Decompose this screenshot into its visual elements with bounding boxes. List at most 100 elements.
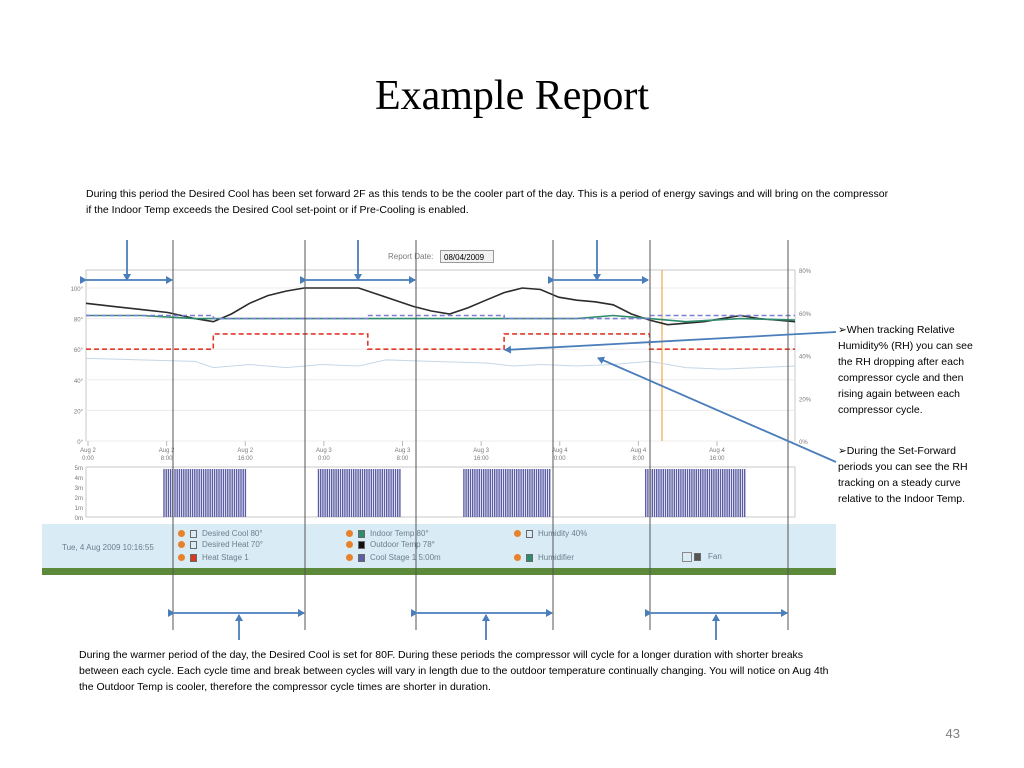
cycle-bar	[733, 469, 735, 517]
toggle-heat-stage-icon[interactable]	[178, 554, 185, 561]
x-tick-time: 16:00	[238, 456, 254, 462]
cycle-bar	[498, 469, 500, 517]
cycle-bar	[682, 469, 684, 517]
x-tick-time: 8:00	[397, 456, 409, 462]
cycle-bar	[235, 469, 238, 517]
cool-stage-cycle-block	[163, 469, 247, 517]
report-date-field[interactable]: Report Date: 08/04/2009	[386, 250, 496, 265]
cycle-bar	[359, 469, 361, 517]
cycle-bar	[383, 469, 386, 517]
x-tick-time: 0:00	[82, 456, 94, 462]
cycle-bar	[375, 469, 377, 517]
cycle-bar	[737, 469, 739, 517]
cycle-bar	[708, 469, 711, 517]
cycle-bar	[693, 469, 695, 517]
cycle-bar	[163, 469, 165, 517]
cycle-bar	[516, 469, 518, 517]
cycle-y-tick-label: 4m	[75, 476, 83, 482]
cycle-bar	[529, 469, 531, 517]
series-line-desired-cool	[86, 314, 795, 320]
legend-outdoor-temp: Outdoor Temp 78°	[370, 540, 435, 549]
cycle-bar	[202, 469, 205, 517]
x-tick-date: Aug 3	[316, 448, 332, 454]
cycle-bar	[357, 469, 359, 517]
cool-stage-cycle-block	[317, 469, 401, 517]
y-left-tick-label: 40°	[74, 379, 84, 385]
cycle-bar	[496, 469, 498, 517]
cycle-bar	[538, 469, 540, 517]
cycle-bar	[337, 469, 339, 517]
cycle-bar	[240, 469, 242, 517]
cycle-bar	[211, 469, 214, 517]
cycle-bar	[662, 469, 664, 517]
x-tick-time: 0:00	[554, 456, 566, 462]
toggle-indoor-temp-icon[interactable]	[346, 530, 353, 537]
cycle-bar	[715, 469, 717, 517]
cycle-bar	[509, 469, 511, 517]
cycle-bar	[494, 469, 496, 517]
cycle-bar	[200, 469, 203, 517]
legend-cool-stage: Cool Stage 1 5:00m	[370, 553, 441, 562]
cycle-bar	[189, 469, 192, 517]
toggle-humidifier-icon[interactable]	[514, 554, 521, 561]
cycle-bar	[511, 469, 513, 517]
cycle-bar	[176, 469, 178, 517]
cycle-y-tick-label: 0m	[75, 516, 83, 522]
bottom-paragraph: During the warmer period of the day, the…	[79, 649, 829, 693]
cycle-bar	[180, 469, 183, 517]
toggle-cool-stage-icon[interactable]	[346, 554, 353, 561]
cycle-bar	[388, 469, 390, 517]
swatch-desired-cool	[190, 530, 197, 538]
cycle-bar	[500, 469, 502, 517]
toggle-desired-heat-icon[interactable]	[178, 541, 185, 548]
legend-humidity: Humidity 40%	[538, 529, 588, 538]
cycle-bar	[469, 469, 472, 517]
cycle-bar	[658, 469, 660, 517]
cycle-bar	[489, 469, 491, 517]
swatch-humidity	[526, 530, 533, 538]
swatch-desired-heat	[190, 541, 197, 549]
cycle-bar	[196, 469, 198, 517]
cycle-bar	[549, 469, 551, 517]
toggle-desired-cool-icon[interactable]	[178, 530, 185, 537]
report-timestamp: Tue, 4 Aug 2009 10:16:55	[62, 543, 154, 552]
x-tick-date: Aug 4	[552, 448, 568, 454]
toggle-humidity-icon[interactable]	[514, 530, 521, 537]
cycle-bar	[700, 469, 702, 517]
cycle-bar	[372, 469, 375, 517]
x-tick-date: Aug 4	[631, 448, 647, 454]
cycle-bar	[238, 469, 240, 517]
cycle-bar	[213, 469, 216, 517]
toggle-outdoor-temp-icon[interactable]	[346, 541, 353, 548]
cycle-bar	[229, 469, 231, 517]
cycle-bar	[222, 469, 225, 517]
cycle-bar	[194, 469, 196, 517]
cycle-bar	[502, 469, 505, 517]
cycle-bar	[320, 469, 322, 517]
cycle-bar	[722, 469, 724, 517]
cycle-bar	[713, 469, 715, 517]
rh-callout-arrow	[504, 331, 837, 354]
cycle-bar	[183, 469, 185, 517]
cycle-bar	[520, 469, 522, 517]
cycle-bar	[476, 469, 478, 517]
x-tick-time: 8:00	[161, 456, 173, 462]
cycle-bar	[656, 469, 658, 517]
series-line-outdoor-temp	[85, 287, 796, 326]
cycle-bar	[381, 469, 383, 517]
cycle-bar	[165, 469, 167, 517]
cycle-bar	[702, 469, 704, 517]
cycle-bar	[728, 469, 730, 517]
cycle-bar	[660, 469, 662, 517]
x-tick-time: 0:00	[318, 456, 330, 462]
cycle-bar	[198, 469, 200, 517]
cycle-bar	[531, 469, 533, 517]
cycle-bar	[717, 469, 719, 517]
cycle-bar	[350, 469, 353, 517]
cycle-bar	[689, 469, 691, 517]
fan-toggle-icon[interactable]	[682, 552, 692, 562]
cycle-bar	[695, 469, 697, 517]
cycle-bar	[697, 469, 700, 517]
report-date-value[interactable]: 08/04/2009	[440, 250, 494, 263]
